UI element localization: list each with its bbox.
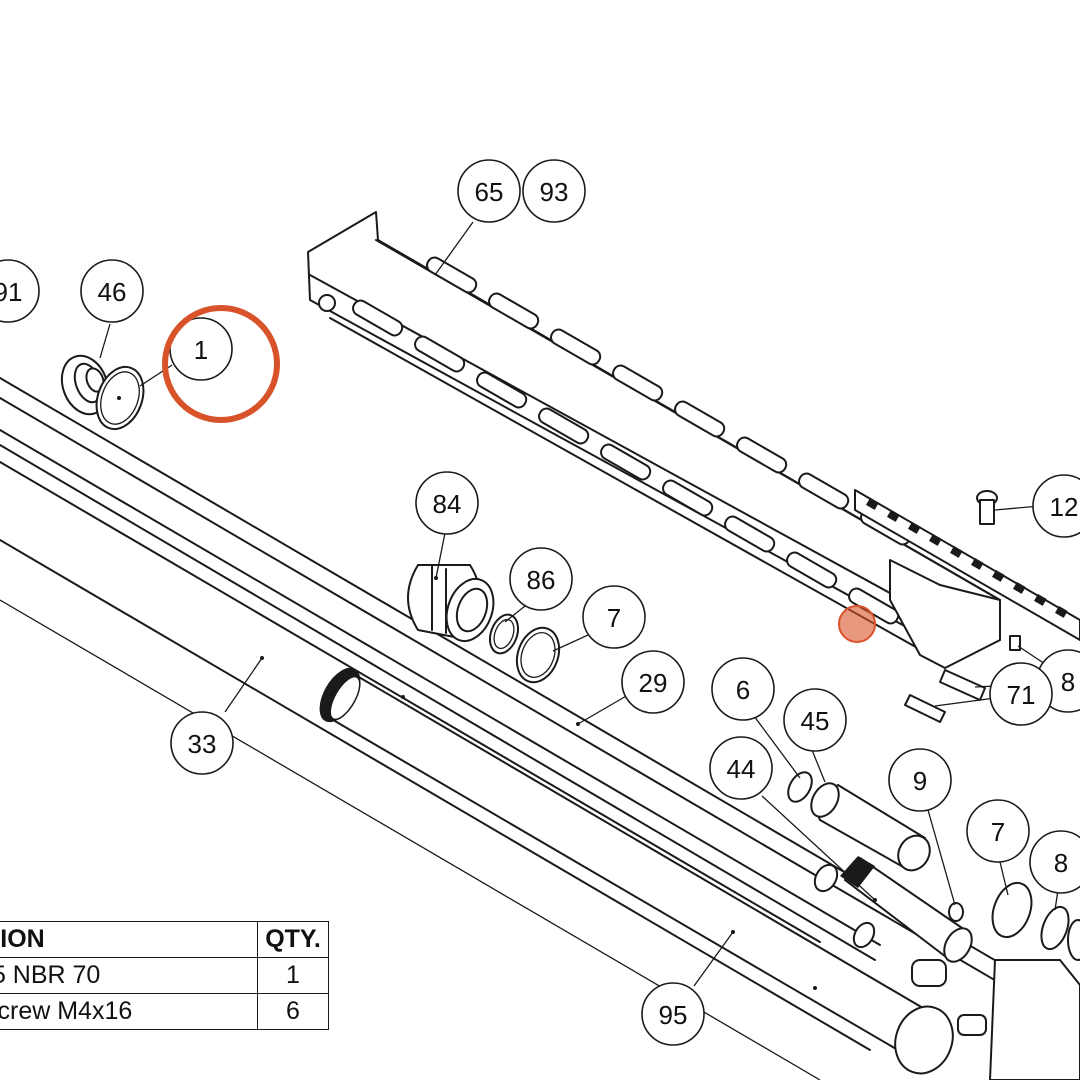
rail-tooth [866,498,879,510]
rail-slot [538,407,590,445]
rail-slot [674,400,726,438]
bom-table: TION QTY. .5 NBR 70 1 screw M4x16 6 [0,921,329,1030]
balloon-b9: 9 [888,748,952,812]
balloon-b33: 33 [170,711,234,775]
rail-slot [414,335,466,373]
rail-slot [724,515,776,553]
bom-row-qty: 6 [257,993,329,1030]
balloon-label: 44 [727,754,756,784]
balloon-label: 29 [639,668,668,698]
highlight-ring [162,305,280,423]
piston-head-part [407,564,495,642]
balloon-b8b: 8 [1029,830,1080,894]
balloon-label: 45 [801,706,830,736]
rail-slot [798,472,850,510]
rail-tooth [1013,582,1026,594]
tube-44-part [840,856,973,963]
balloon-label: 9 [913,766,927,796]
tube-45-part [810,782,931,872]
balloon-b46: 46 [80,259,144,323]
rail-slot [476,371,528,409]
balloon-label: 33 [188,729,217,759]
rail-tooth [950,546,963,558]
balloon-label: 6 [736,675,750,705]
rail-tooth [992,570,1005,582]
rail-slot [786,551,838,589]
balloon-label: 71 [1007,680,1036,710]
bom-row-qty: 1 [257,957,329,994]
handguard-rail [307,211,1080,669]
balloon-label: 91 [0,277,22,307]
pins-71-part [904,669,986,723]
rail-slot [600,443,652,481]
balloon-label: 12 [1050,492,1079,522]
rail-slot [488,292,540,330]
rail-tooth [971,558,984,570]
rail-slot [550,328,602,366]
balloon-label: 8 [1054,848,1068,878]
balloon-b93: 93 [522,159,586,223]
leader-lines [99,221,1059,987]
rail-tooth [1034,593,1047,606]
balloon-label: 93 [540,177,569,207]
balloon-b44: 44 [709,736,773,800]
balloon-b1: 1 [169,317,233,381]
balloon-label: 46 [98,277,127,307]
rail-slot [736,436,788,474]
ring-7b-part [991,881,1033,939]
balloon-label: 1 [194,335,208,365]
bom-row: screw M4x16 6 [0,993,329,1030]
balloon-label: 84 [433,489,462,519]
balloon-label: 86 [527,565,556,595]
rail-slot [662,479,714,517]
balloon-label: 95 [659,1000,688,1030]
balloon-label: 65 [475,177,504,207]
ring-86-part [488,613,520,655]
balloon-b71: 71 [989,662,1053,726]
balloon-b86: 86 [509,547,573,611]
rail-tooth [1055,606,1068,618]
rail-slot [426,256,478,294]
balloon-label: 7 [991,817,1005,847]
balloon-b84: 84 [415,471,479,535]
balloon-label: 7 [607,603,621,633]
balloon-b65: 65 [457,159,521,223]
bom-row: .5 NBR 70 1 [0,957,329,994]
bottom-right-assembly [894,959,1080,1081]
pin-8-part [1009,635,1021,651]
rail-slot [352,299,404,337]
rail-tooth [908,522,921,534]
balloon-label: 8 [1061,667,1075,697]
balloon-b7a: 7 [582,585,646,649]
bom-header-description: TION [0,921,258,958]
rail-tooth [929,534,942,546]
balloon-b6: 6 [711,657,775,721]
balloon-b12: 12 [1032,474,1080,538]
screw-12-part [976,490,998,525]
balloon-b7b: 7 [966,799,1030,863]
rail-slot [612,364,664,402]
leader-dots [117,396,877,990]
bom-header-qty: QTY. [257,921,329,958]
ring-6-part [787,771,813,803]
ring-8b-part [1040,905,1070,951]
bom-row-description: .5 NBR 70 [0,957,258,994]
bom-row-description: screw M4x16 [0,993,258,1030]
ring-9-part [948,902,964,922]
balloon-b91: 91 [0,259,40,323]
balloon-b95: 95 [641,982,705,1046]
rail-tooth [887,510,900,522]
bom-header-row: TION QTY. [0,921,329,958]
balloon-b29: 29 [621,650,685,714]
highlight-dot [838,605,876,643]
balloon-b45: 45 [783,688,847,752]
part-balloons: 91 46 1 65 93 84 86 7 29 33 12 8 71 6 45 44 9 7 8 95 [0,159,1080,1046]
